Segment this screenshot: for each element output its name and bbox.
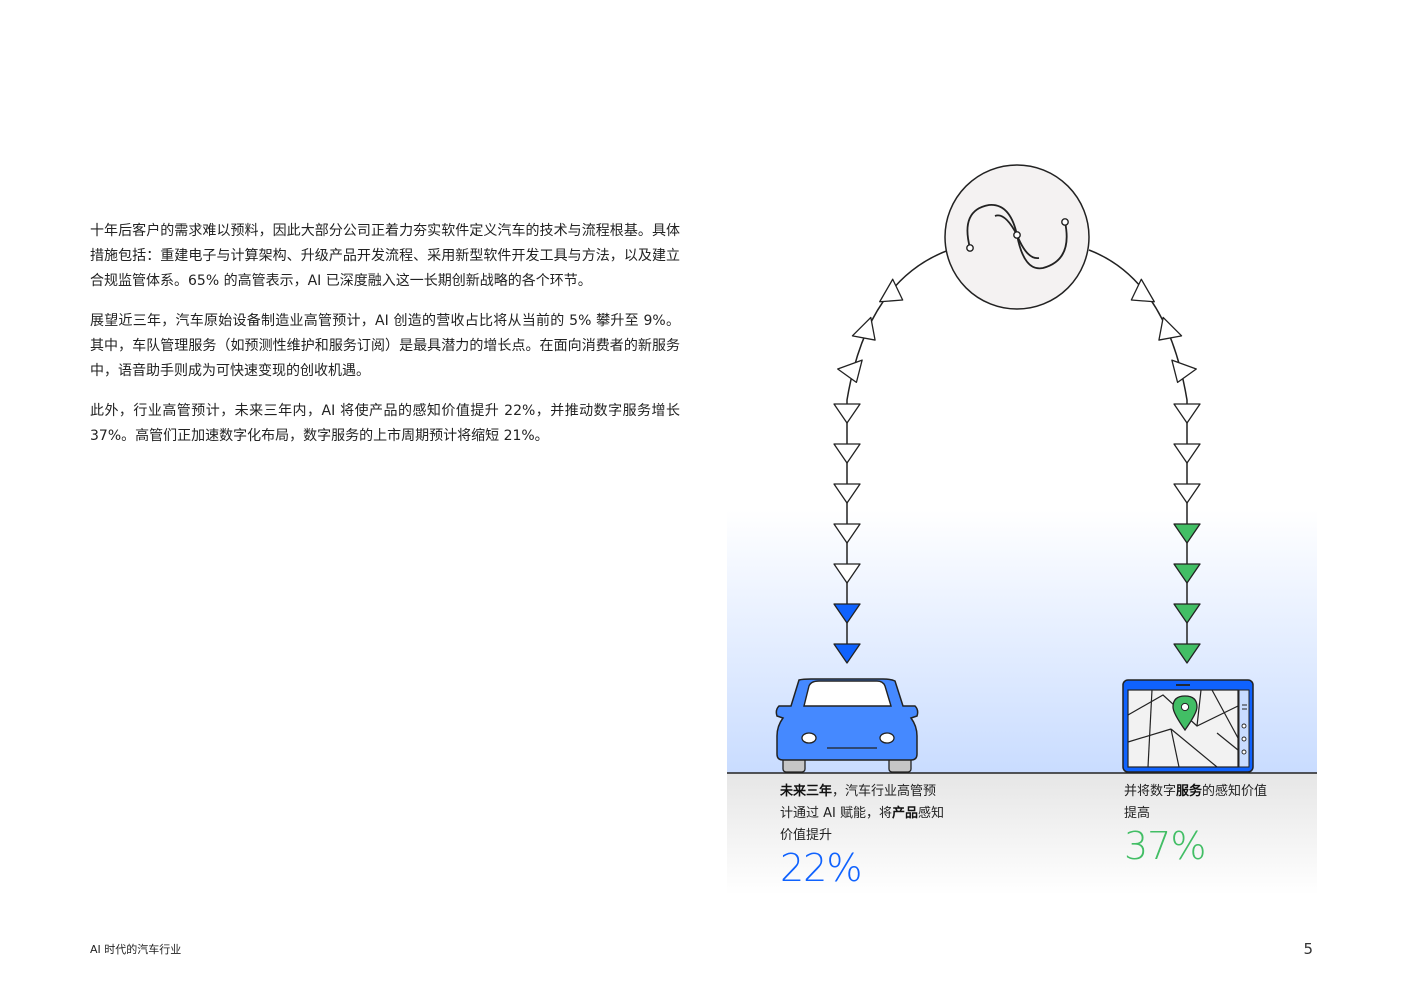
right-arrow-chain xyxy=(1130,278,1201,664)
left-arrow-3 xyxy=(837,359,863,384)
right-arrow-2 xyxy=(1158,316,1183,341)
car-icon xyxy=(775,678,919,773)
left-arrow-1 xyxy=(879,278,904,303)
paragraph-2: 展望近三年，汽车原始设备制造业高管预计，AI 创造的营收占比将从当前的 5% 攀… xyxy=(90,313,680,379)
illustration xyxy=(727,150,1317,895)
paragraph-3: 此外，行业高管预计，未来三年内，AI 将使产品的感知价值提升 22%，并推动数字… xyxy=(90,403,680,444)
location-pin-icon xyxy=(1172,695,1198,732)
left-arrow-5 xyxy=(833,443,861,464)
stat-left-value: 22% xyxy=(780,846,862,890)
ground-background xyxy=(727,773,1317,895)
right-arrow-8 xyxy=(1173,563,1201,584)
right-arrow-6 xyxy=(1173,483,1201,504)
paragraph-1: 十年后客户的需求难以预料，因此大部分公司正着力夯实软件定义汽车的技术与流程根基。… xyxy=(90,223,680,289)
left-arrow-7 xyxy=(833,523,861,544)
left-arc xyxy=(846,249,950,655)
stat-right-text-2: 的感知价值提高 xyxy=(1124,784,1268,821)
stat-right-text-1: 并将数字 xyxy=(1124,784,1177,799)
right-arrow-9 xyxy=(1173,603,1201,624)
left-arrow-8 xyxy=(833,563,861,584)
right-arrow-3 xyxy=(1171,359,1197,384)
left-arrow-chain xyxy=(833,278,904,664)
body-text: 十年后客户的需求难以预料，因此大部分公司正着力夯实软件定义汽车的技术与流程根基。… xyxy=(90,219,680,464)
stat-left-text-2: 感知价值提升 xyxy=(780,806,945,843)
ai-circle-icon xyxy=(944,164,1090,310)
right-arc xyxy=(1088,249,1188,655)
stat-left-text-1: ，汽车行业高管预计通过 AI 赋能，将 xyxy=(780,784,937,821)
left-arrow-4 xyxy=(833,403,861,424)
left-arrow-6 xyxy=(833,483,861,504)
stat-left-bold-1: 未来三年 xyxy=(780,784,833,799)
left-arrow-10 xyxy=(833,643,861,664)
right-arrow-5 xyxy=(1173,443,1201,464)
left-arrow-2 xyxy=(851,316,876,341)
right-arrow-4 xyxy=(1173,403,1201,424)
flow-diagram xyxy=(727,164,1317,895)
right-arrow-7 xyxy=(1173,523,1201,544)
stat-product-value: 未来三年，汽车行业高管预计通过 AI 赋能，将产品感知价值提升 22% xyxy=(780,781,945,889)
right-arrow-1 xyxy=(1130,278,1155,303)
stat-right-bold-1: 服务 xyxy=(1176,784,1203,799)
footer-title: AI 时代的汽车行业 xyxy=(90,943,182,956)
stat-service-value: 并将数字服务的感知价值提高 37% xyxy=(1124,781,1274,867)
right-arrow-10 xyxy=(1173,643,1201,664)
stat-left-bold-2: 产品 xyxy=(892,806,919,821)
page-number: 5 xyxy=(1303,940,1313,958)
stat-right-text: 并将数字服务的感知价值提高 xyxy=(1124,781,1274,825)
stat-right-value: 37% xyxy=(1124,824,1206,868)
tablet-map-icon xyxy=(1122,679,1254,773)
stat-left-text: 未来三年，汽车行业高管预计通过 AI 赋能，将产品感知价值提升 xyxy=(780,781,945,847)
left-arrow-9 xyxy=(833,603,861,624)
